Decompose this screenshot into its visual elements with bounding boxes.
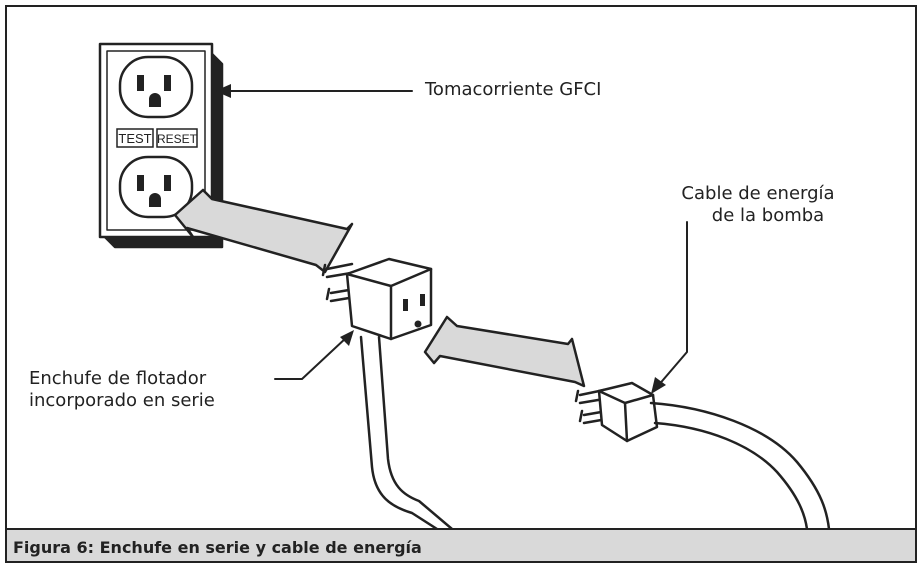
- figure-frame: TEST RESET Tomacorriente GFCI Cable de e…: [5, 5, 917, 563]
- reset-button: RESET: [156, 128, 198, 148]
- pump-cord-label-line1: Cable de energía: [681, 183, 835, 204]
- insert-arrow-float-plug: [423, 315, 586, 388]
- pump-cord-label: Cable de energía de la bomba: [653, 183, 863, 227]
- lower-receptacle: [118, 155, 194, 219]
- test-button: TEST: [116, 128, 154, 148]
- pump-power-cord: [649, 401, 831, 529]
- float-plug-label: Enchufe de flotador incorporado en serie: [29, 368, 215, 412]
- pump-cord-plug: [574, 381, 659, 443]
- gfci-pointer-arrow: [215, 84, 413, 98]
- pump-cord-label-line2: de la bomba: [711, 205, 825, 226]
- test-button-label: TEST: [118, 131, 151, 146]
- wiring-illustration: TEST RESET: [98, 42, 831, 529]
- gfci-outlet-label: Tomacorriente GFCI: [425, 79, 602, 100]
- insert-arrow-outlet: [173, 188, 354, 274]
- float-switch-plug: [321, 257, 433, 341]
- upper-receptacle: [118, 55, 194, 119]
- float-switch-cord: [359, 335, 454, 529]
- float-plug-leader: [274, 330, 354, 380]
- reset-button-label: RESET: [157, 132, 198, 146]
- caption-bar: Figura 6: Enchufe en serie y cable de en…: [7, 528, 915, 561]
- pump-cord-leader: [651, 221, 688, 394]
- figure-caption: Figura 6: Enchufe en serie y cable de en…: [13, 538, 422, 557]
- float-plug-label-line2: incorporado en serie: [29, 390, 215, 411]
- float-plug-label-line1: Enchufe de flotador: [29, 368, 207, 389]
